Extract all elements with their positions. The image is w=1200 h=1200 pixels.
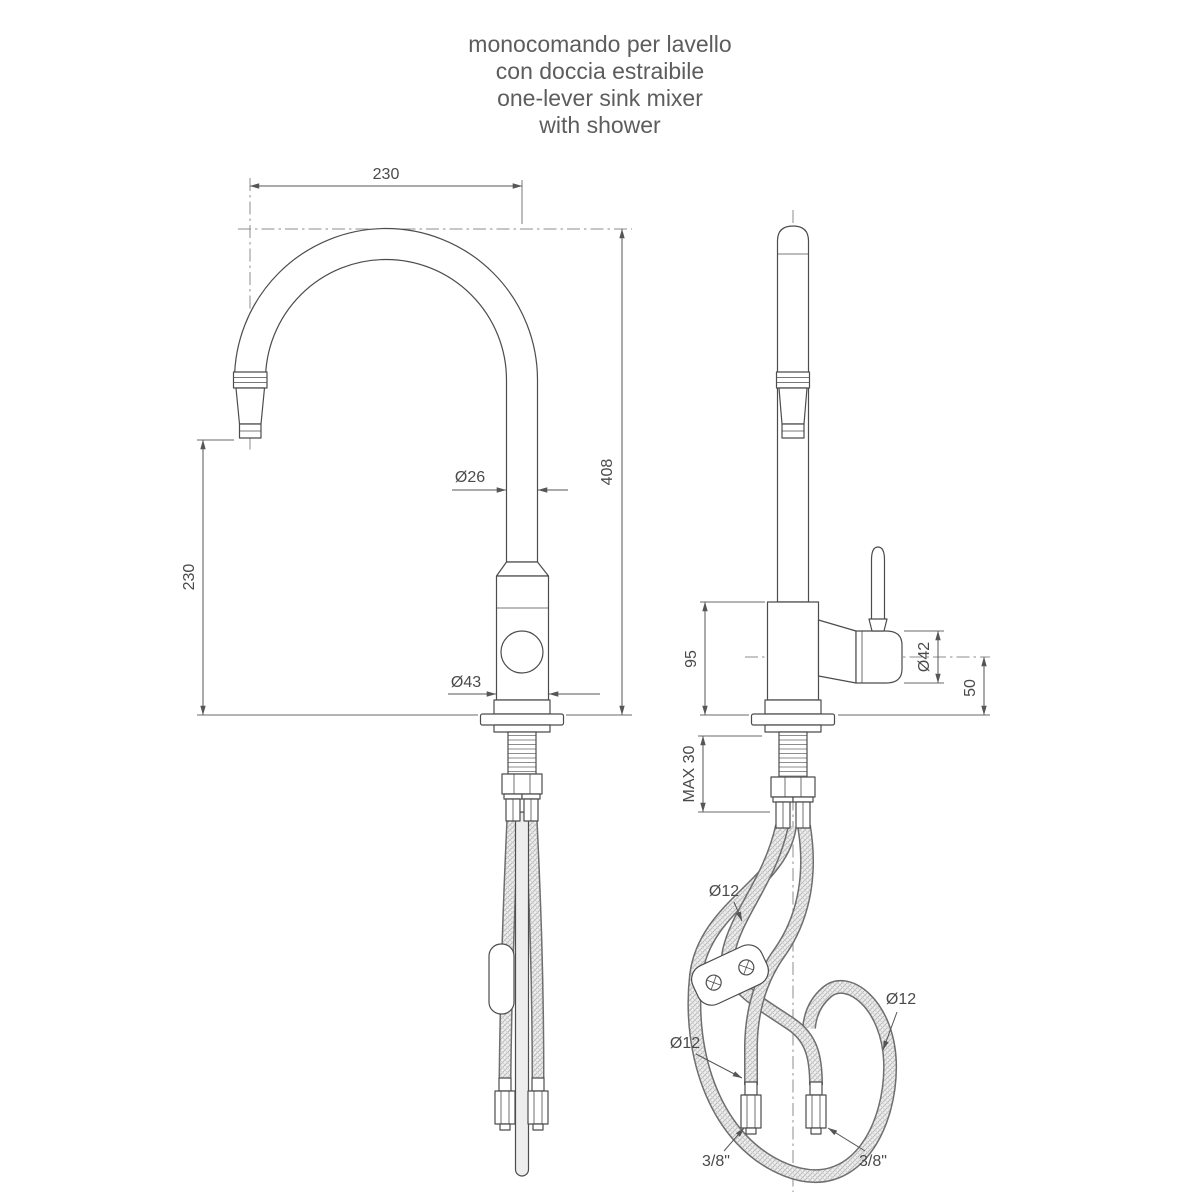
spray-head-front <box>775 371 811 439</box>
supply-hose-right <box>526 814 543 1081</box>
dim-body-height: 95 <box>683 601 765 716</box>
dim-body-diameter-label: Ø43 <box>451 674 481 691</box>
dim-spout-reach: 230 <box>249 166 523 224</box>
dim-spout-reach-label: 230 <box>373 166 400 183</box>
dim-spout-height: 230 <box>181 439 478 716</box>
dim-spout-height-label: 230 <box>181 564 198 591</box>
pull-out-hose-loop <box>688 824 896 1182</box>
connection-nut-right <box>805 1081 827 1135</box>
dim-handle-diameter-label: Ø42 <box>916 642 933 672</box>
dim-spout-diameter: Ø26 <box>452 469 568 493</box>
fixing-nut <box>770 776 816 798</box>
hose-weight <box>488 943 515 1015</box>
connection-nut-left <box>740 1081 762 1135</box>
mounting-shank-front <box>770 731 816 829</box>
dim-hose-diameter-right-label: Ø12 <box>886 991 916 1008</box>
title-line-2: con doccia estraibile <box>496 58 704 84</box>
mixer-body <box>495 561 550 701</box>
dim-total-height: 408 <box>566 228 632 716</box>
threaded-shank <box>507 731 537 775</box>
dim-hose-diameter-left: Ø12 <box>670 1035 743 1079</box>
dim-max-mounting-label: MAX 30 <box>681 745 698 802</box>
dim-handle-offset: 50 <box>838 656 990 716</box>
dim-max-mounting: MAX 30 <box>681 735 770 813</box>
handle-cone <box>817 619 857 684</box>
base-plate-front <box>750 699 836 733</box>
dim-hose-diameter-right: Ø12 <box>882 991 916 1051</box>
title-line-3: one-lever sink mixer <box>497 85 703 111</box>
dim-spout-diameter-label: Ø26 <box>455 469 485 486</box>
base-plate <box>479 699 565 733</box>
title-line-4: with shower <box>538 112 661 138</box>
dim-hose-diameter-top: Ø12 <box>709 883 743 922</box>
handle-lever <box>870 546 886 621</box>
hose-end-fitting-left <box>494 1077 516 1131</box>
title-line-1: monocomando per lavello <box>468 31 731 57</box>
supply-hose-left <box>500 814 518 1081</box>
dim-connection-right: 3/8" <box>827 1127 887 1170</box>
pull-out-hose <box>514 811 530 1177</box>
spray-head <box>232 371 268 439</box>
dim-body-height-label: 95 <box>683 650 700 668</box>
dim-hose-diameter-top-label: Ø12 <box>709 883 739 900</box>
handle-body <box>855 630 903 684</box>
dim-connection-left-label: 3/8" <box>702 1153 730 1170</box>
gooseneck-spout <box>233 227 539 563</box>
side-view: 230 408 230 Ø26 Ø43 <box>181 166 632 1177</box>
supply-hoses-side <box>498 814 545 1081</box>
dim-handle-offset-label: 50 <box>962 679 979 697</box>
dim-hose-diameter-left-label: Ø12 <box>670 1035 700 1052</box>
mounting-shank-side <box>501 731 543 822</box>
dim-handle-diameter: Ø42 <box>904 630 944 684</box>
hose-end-fitting-right <box>527 1077 549 1131</box>
threaded-shank-front <box>778 731 808 778</box>
dim-connection-right-label: 3/8" <box>859 1153 887 1170</box>
hose-clamp <box>691 944 769 1006</box>
title-block: monocomando per lavello con doccia estra… <box>468 31 731 138</box>
front-view: 95 Ø42 50 MAX 30 Ø12 Ø12 <box>670 210 990 1192</box>
dim-connection-left: 3/8" <box>702 1127 745 1170</box>
dim-body-diameter: Ø43 <box>448 674 600 697</box>
cartridge-cap <box>500 630 544 674</box>
mixer-body-front <box>766 601 820 701</box>
dim-total-height-label: 408 <box>599 459 616 486</box>
